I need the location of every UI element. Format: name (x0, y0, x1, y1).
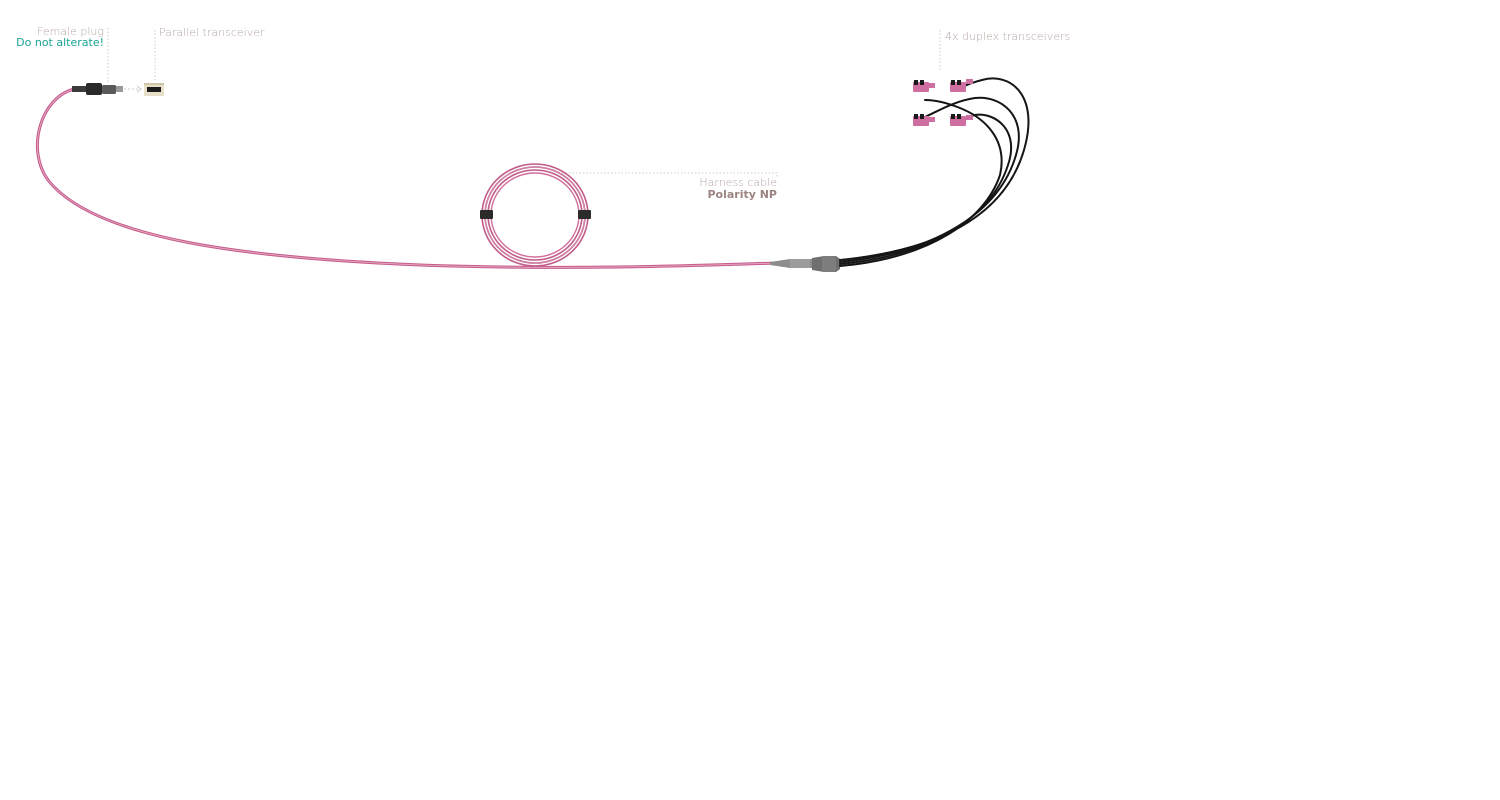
cable-tie-icon (480, 210, 493, 219)
do-not-alterate-warning: Do not alterate! (16, 36, 104, 49)
parallel-transceiver-label: Parallel transceiver (159, 26, 265, 39)
lc-duplex-connector-icon (950, 114, 973, 126)
cable-tie-icon (578, 210, 591, 219)
polarity-label: Polarity NP (707, 188, 777, 201)
mpo-female-plug-icon (72, 83, 142, 95)
harness-cable-leader (562, 172, 778, 178)
harness-cable-label: Harness cable (699, 176, 777, 189)
harness-cable (35, 87, 777, 269)
lc-duplex-connector-icon (913, 114, 935, 126)
fan-out-cables (839, 77, 1030, 267)
lc-duplex-connector-icon (950, 79, 973, 92)
lc-duplex-connector-icon (913, 80, 935, 92)
duplex-transceivers-label: 4x duplex transceivers (945, 30, 1071, 43)
female-plug-label: Female plug (37, 25, 104, 38)
leader-lines (107, 28, 941, 178)
harness-cable-trunk-highlight (36, 88, 776, 268)
cable-coil (481, 163, 589, 267)
parallel-transceiver-icon (144, 83, 164, 96)
breakout-boot-icon (770, 256, 840, 272)
